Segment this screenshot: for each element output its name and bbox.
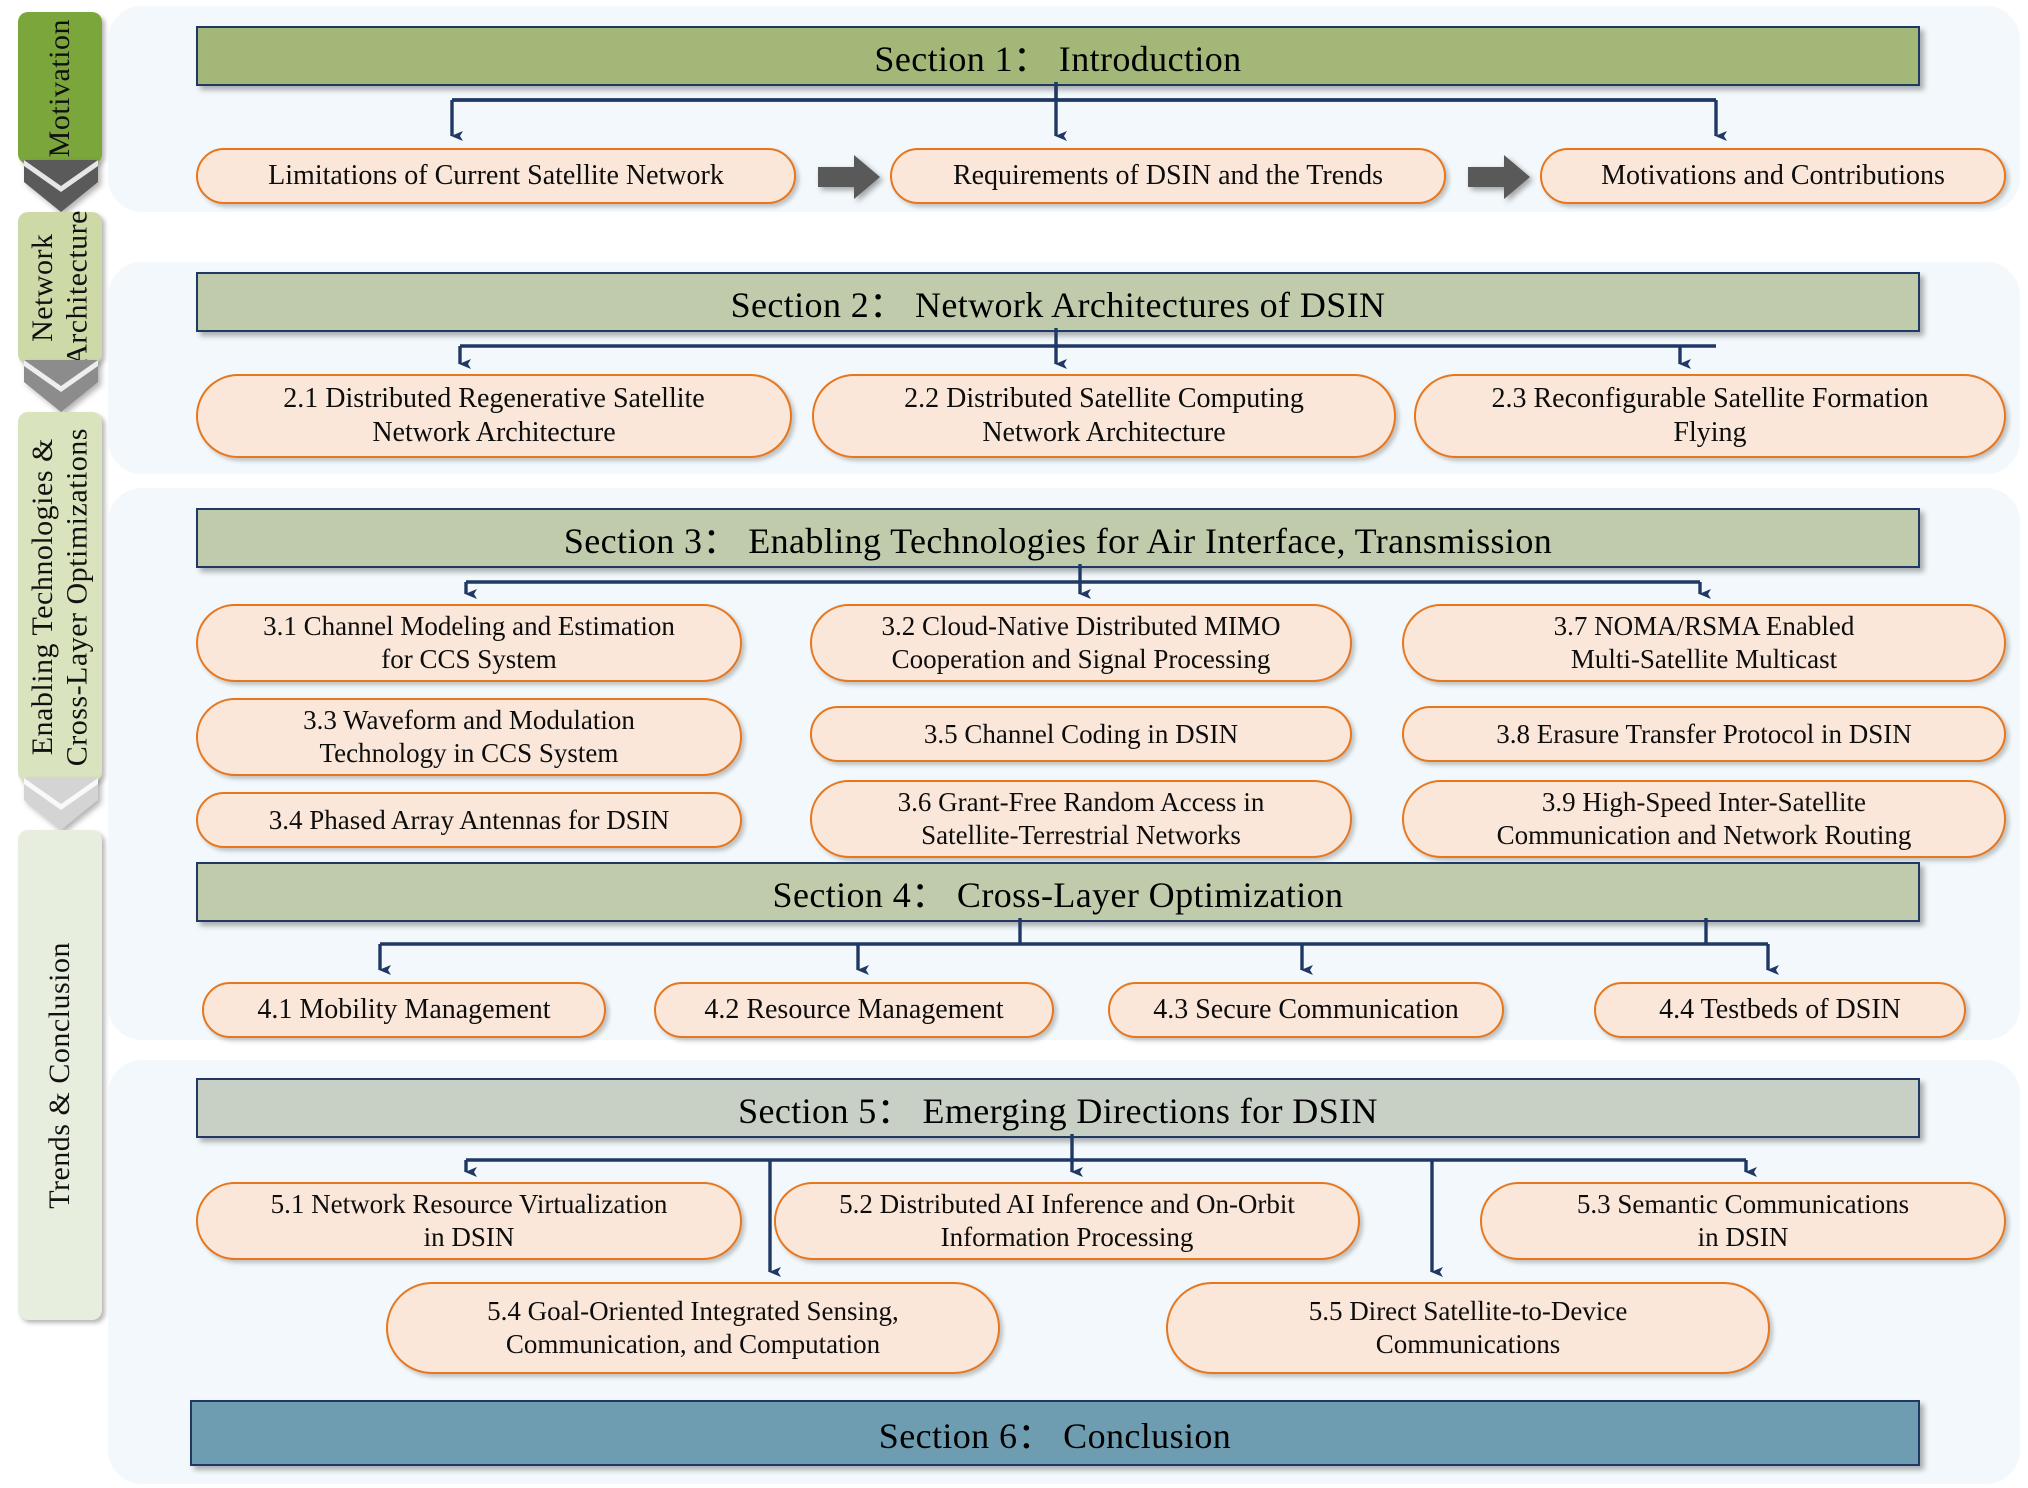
node-s3-n6[interactable]: 3.6 Grant-Free Random Access in Satellit… xyxy=(810,780,1352,858)
node-s3-n5[interactable]: 3.5 Channel Coding in DSIN xyxy=(810,706,1352,762)
node-s3-n3[interactable]: 3.3 Waveform and Modulation Technology i… xyxy=(196,698,742,776)
node-s3-n4[interactable]: 3.4 Phased Array Antennas for DSIN xyxy=(196,792,742,848)
node-s2-n2[interactable]: 2.2 Distributed Satellite Computing Netw… xyxy=(812,374,1396,458)
section-5-title: Section 5： Emerging Directions for DSIN xyxy=(738,1091,1378,1131)
node-label: Motivations and Contributions xyxy=(1601,159,1945,191)
node-label: Requirements of DSIN and the Trends xyxy=(952,159,1384,191)
node-s4-n4[interactable]: 4.4 Testbeds of DSIN xyxy=(1594,982,1966,1038)
node-label: 5.2 Distributed AI Inference and On-Orbi… xyxy=(839,1189,1295,1252)
node-label: 3.7 NOMA/RSMA Enabled Multi-Satellite Mu… xyxy=(1553,611,1855,674)
node-label: 5.1 Network Resource Virtualization in D… xyxy=(270,1189,668,1252)
rail-tab-motivation[interactable]: Motivation xyxy=(18,12,102,164)
node-s3-n7[interactable]: 3.7 NOMA/RSMA Enabled Multi-Satellite Mu… xyxy=(1402,604,2006,682)
node-s4-n1[interactable]: 4.1 Mobility Management xyxy=(202,982,606,1038)
node-label: 3.4 Phased Array Antennas for DSIN xyxy=(268,804,670,835)
rail-tab-label: Trends & Conclusion xyxy=(42,941,76,1209)
node-label: 4.3 Secure Communication xyxy=(1153,993,1459,1025)
node-s3-n9[interactable]: 3.9 High-Speed Inter-Satellite Communica… xyxy=(1402,780,2006,858)
node-label: 2.2 Distributed Satellite Computing Netw… xyxy=(904,382,1304,448)
node-label: 3.6 Grant-Free Random Access in Satellit… xyxy=(897,787,1265,850)
block-arrow-2 xyxy=(1468,155,1530,199)
node-s5-n2[interactable]: 5.2 Distributed AI Inference and On-Orbi… xyxy=(774,1182,1360,1260)
node-s5-n1[interactable]: 5.1 Network Resource Virtualization in D… xyxy=(196,1182,742,1260)
rail-tab-label: Motivation xyxy=(42,18,76,158)
node-s2-n3[interactable]: 2.3 Reconfigurable Satellite Formation F… xyxy=(1414,374,2006,458)
node-s5-n5[interactable]: 5.5 Direct Satellite-to-Device Communica… xyxy=(1166,1282,1770,1374)
node-label: 3.1 Channel Modeling and Estimation for … xyxy=(263,611,675,674)
node-label: 5.5 Direct Satellite-to-Device Communica… xyxy=(1308,1296,1628,1359)
section-6-header[interactable]: Section 6： Conclusion xyxy=(190,1400,1920,1466)
node-label: 5.3 Semantic Communications in DSIN xyxy=(1576,1189,1910,1252)
node-s1-n1[interactable]: Limitations of Current Satellite Network xyxy=(196,148,796,204)
rail-tab-network-architecture[interactable]: Network Architecture xyxy=(18,210,102,366)
rail-tab-trends-conclusion[interactable]: Trends & Conclusion xyxy=(18,830,102,1320)
section-3-title: Section 3： Enabling Technologies for Air… xyxy=(563,521,1553,561)
node-label: 3.3 Waveform and Modulation Technology i… xyxy=(303,705,635,768)
node-s4-n2[interactable]: 4.2 Resource Management xyxy=(654,982,1054,1038)
node-s3-n1[interactable]: 3.1 Channel Modeling and Estimation for … xyxy=(196,604,742,682)
node-s2-n1[interactable]: 2.1 Distributed Regenerative Satellite N… xyxy=(196,374,792,458)
node-s3-n8[interactable]: 3.8 Erasure Transfer Protocol in DSIN xyxy=(1402,706,2006,762)
node-s4-n3[interactable]: 4.3 Secure Communication xyxy=(1108,982,1504,1038)
rail-chevron-2 xyxy=(24,360,98,412)
node-label: Limitations of Current Satellite Network xyxy=(268,159,724,191)
section-5-header[interactable]: Section 5： Emerging Directions for DSIN xyxy=(196,1078,1920,1138)
section-6-title: Section 6： Conclusion xyxy=(878,1416,1232,1456)
node-s5-n3[interactable]: 5.3 Semantic Communications in DSIN xyxy=(1480,1182,2006,1260)
rail-tab-label: Network Architecture xyxy=(25,210,94,366)
node-s3-n2[interactable]: 3.2 Cloud-Native Distributed MIMO Cooper… xyxy=(810,604,1352,682)
node-label: 4.4 Testbeds of DSIN xyxy=(1659,993,1901,1025)
node-label: 3.5 Channel Coding in DSIN xyxy=(923,718,1239,749)
node-label: 4.2 Resource Management xyxy=(704,993,1004,1025)
node-label: 2.3 Reconfigurable Satellite Formation F… xyxy=(1491,382,1929,448)
section-1-header[interactable]: Section 1： Introduction xyxy=(196,26,1920,86)
rail-tab-label: Enabling Technologies & Cross-Layer Opti… xyxy=(25,427,94,767)
section-4-header[interactable]: Section 4： Cross-Layer Optimization xyxy=(196,862,1920,922)
block-arrow-1 xyxy=(818,155,880,199)
section-3-header[interactable]: Section 3： Enabling Technologies for Air… xyxy=(196,508,1920,568)
node-s5-n4[interactable]: 5.4 Goal-Oriented Integrated Sensing, Co… xyxy=(386,1282,1000,1374)
section-1-title: Section 1： Introduction xyxy=(874,39,1242,79)
section-2-title: Section 2： Network Architectures of DSIN xyxy=(730,285,1386,325)
section-2-header[interactable]: Section 2： Network Architectures of DSIN xyxy=(196,272,1920,332)
node-label: 3.9 High-Speed Inter-Satellite Communica… xyxy=(1496,787,1912,850)
rail-tab-enabling-technologies[interactable]: Enabling Technologies & Cross-Layer Opti… xyxy=(18,412,102,782)
node-label: 3.2 Cloud-Native Distributed MIMO Cooper… xyxy=(881,611,1281,674)
node-s1-n3[interactable]: Motivations and Contributions xyxy=(1540,148,2006,204)
node-s1-n2[interactable]: Requirements of DSIN and the Trends xyxy=(890,148,1446,204)
node-label: 5.4 Goal-Oriented Integrated Sensing, Co… xyxy=(487,1296,899,1359)
rail-chevron-1 xyxy=(24,160,98,212)
rail-chevron-3 xyxy=(24,778,98,830)
section-4-title: Section 4： Cross-Layer Optimization xyxy=(772,875,1344,915)
node-label: 2.1 Distributed Regenerative Satellite N… xyxy=(283,382,705,448)
node-label: 4.1 Mobility Management xyxy=(257,993,551,1025)
node-label: 3.8 Erasure Transfer Protocol in DSIN xyxy=(1496,718,1912,749)
